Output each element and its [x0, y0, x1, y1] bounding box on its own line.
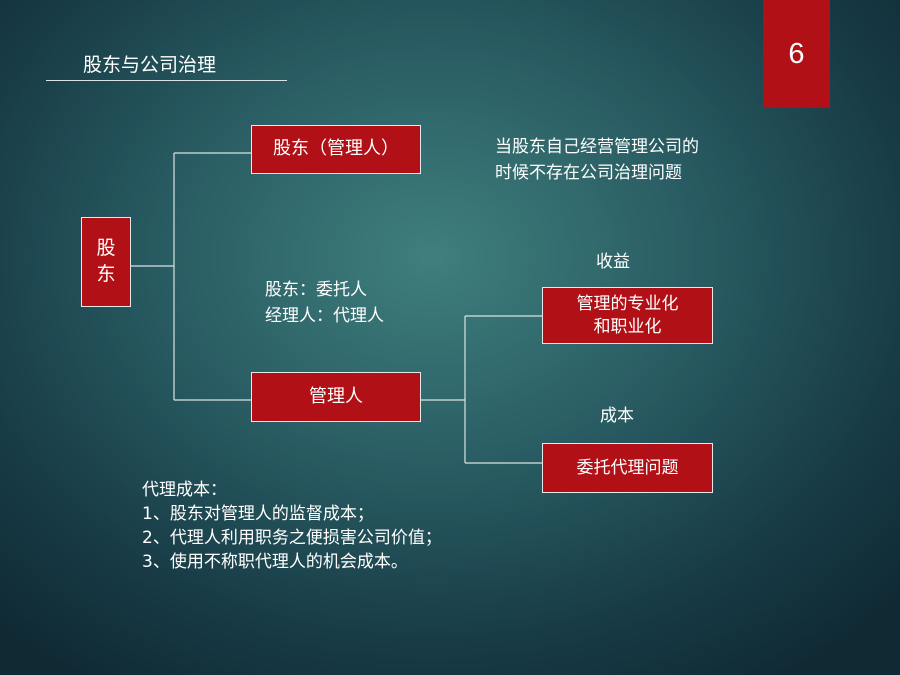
- node-benefit-line2: 和职业化: [593, 316, 662, 337]
- title-underline: [46, 80, 287, 81]
- node-manager-label: 管理人: [309, 385, 363, 407]
- node-manager: 管理人: [251, 372, 421, 422]
- node-cost-label: 委托代理问题: [576, 457, 679, 478]
- root-node-line2: 东: [96, 263, 116, 285]
- agency-cost-heading: 代理成本：: [142, 480, 227, 500]
- node-benefit-line1: 管理的专业化: [576, 294, 679, 315]
- governance-note-line1: 当股东自己经营管理公司的: [495, 137, 699, 157]
- page-number-badge: 6: [763, 0, 830, 108]
- governance-note-line2: 时候不存在公司治理问题: [495, 163, 682, 183]
- agency-cost-item: 1、股东对管理人的监督成本；: [142, 504, 374, 524]
- slide-title: 股东与公司治理: [83, 54, 217, 76]
- node-shareholder-manager: 股东（管理人）: [251, 125, 421, 174]
- root-node-shareholder: 股 东: [81, 217, 131, 307]
- roles-line2: 经理人：代理人: [265, 306, 384, 326]
- node-shareholder-manager-label: 股东（管理人）: [273, 138, 399, 160]
- governance-note: 当股东自己经营管理公司的 时候不存在公司治理问题: [495, 134, 699, 186]
- agency-cost-item: 3、使用不称职代理人的机会成本。: [142, 552, 408, 572]
- page-number: 6: [788, 37, 805, 70]
- node-benefit: 管理的专业化 和职业化: [542, 287, 713, 344]
- agency-cost-item: 2、代理人利用职务之便损害公司价值；: [142, 528, 442, 548]
- root-node-line1: 股: [96, 237, 116, 260]
- roles-text: 股东：委托人 经理人：代理人: [265, 277, 384, 329]
- node-cost: 委托代理问题: [542, 443, 713, 493]
- agency-cost-list: 代理成本： 1、股东对管理人的监督成本； 2、代理人利用职务之便损害公司价值； …: [142, 478, 442, 574]
- benefit-label: 收益: [596, 252, 630, 272]
- roles-line1: 股东：委托人: [265, 280, 367, 300]
- cost-label: 成本: [600, 406, 634, 426]
